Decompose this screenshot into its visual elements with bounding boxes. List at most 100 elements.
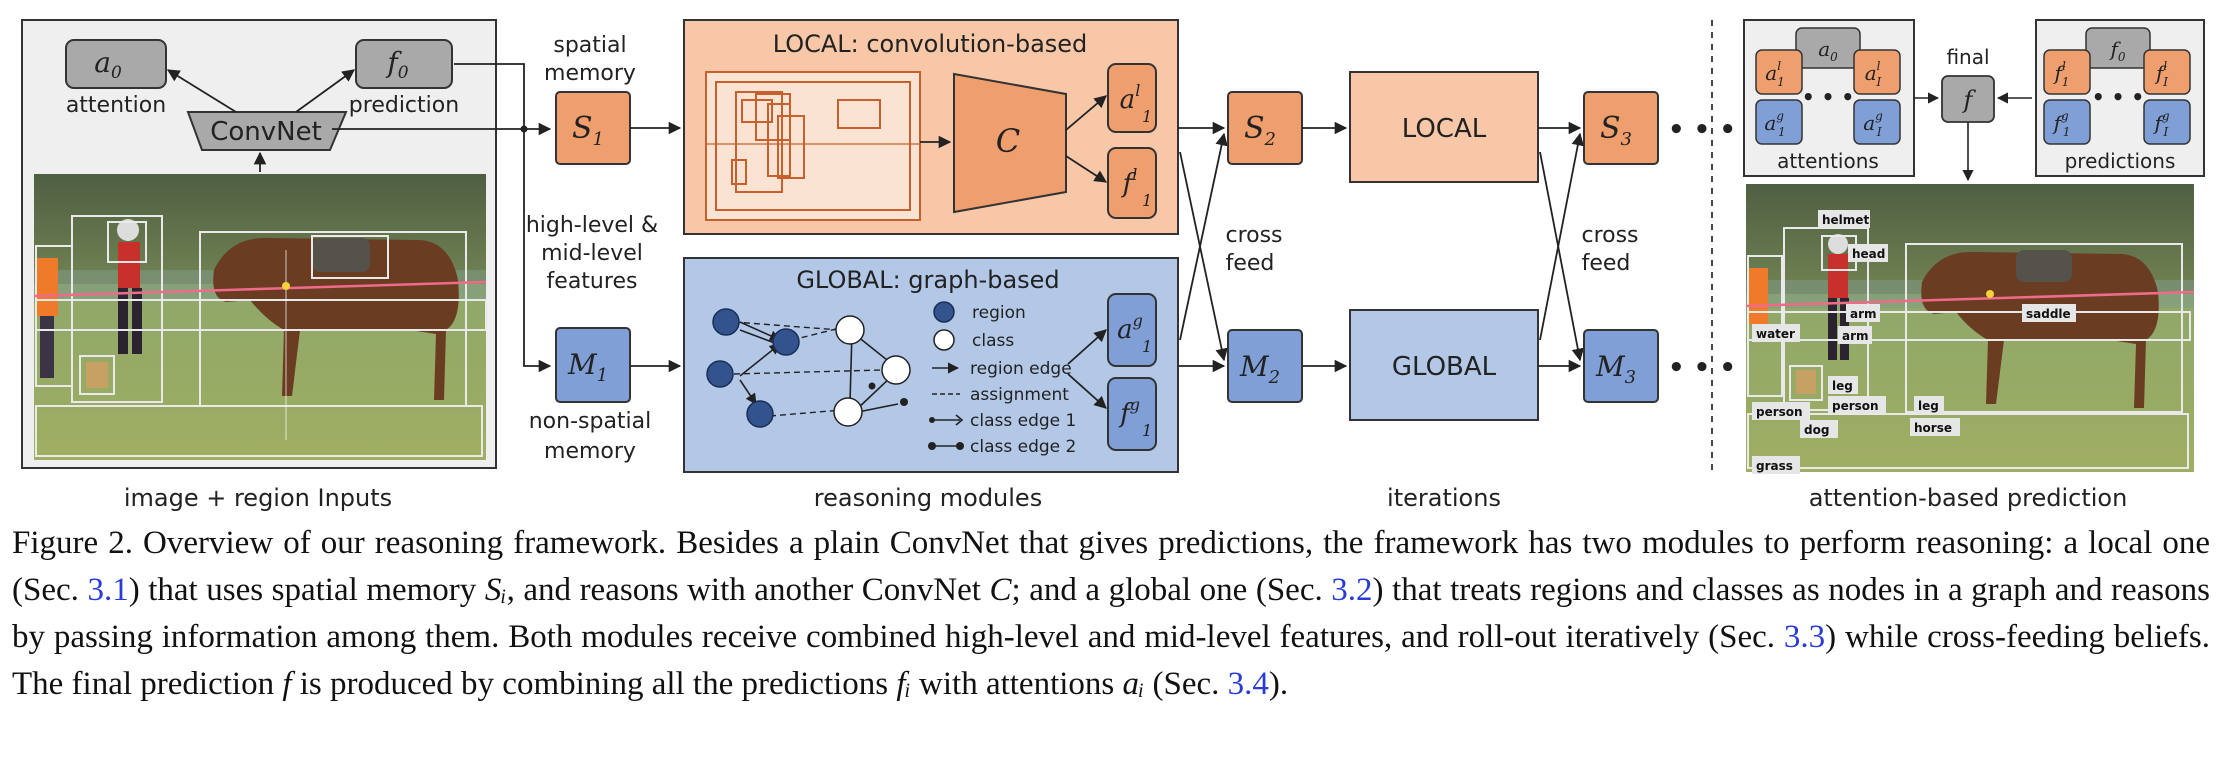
svg-text:agI: agI [1863, 109, 1883, 139]
m1-subscript: 1 [597, 365, 608, 386]
global-module: GLOBAL: graph-based regio [683, 257, 1179, 473]
caption-text: ; and a global one (Sec. [1011, 572, 1332, 608]
svg-text:ag: ag [1117, 311, 1143, 345]
graph-legend: region class region edge assignment clas… [928, 301, 1076, 457]
section-ref-3-2[interactable]: 3.2 [1331, 572, 1373, 608]
svg-text:S3: S3 [1600, 111, 1632, 150]
cross-feed-1-line1: cross [1225, 223, 1282, 248]
section-ref-3-4[interactable]: 3.4 [1227, 666, 1269, 702]
caption-text: Figure 2. Overview of our reasoning fram… [12, 525, 2210, 608]
a1g-box: ag 1 [1107, 293, 1157, 367]
cross-feed-1-line2: feed [1226, 251, 1275, 276]
caption-text: (Sec. [1144, 666, 1228, 702]
region-labels: helmet head arm arm saddle water leg per… [1752, 210, 2076, 474]
svg-text:fg1: fg1 [2052, 109, 2071, 139]
legend-class-edge-2: class edge 2 [970, 437, 1076, 457]
svg-text:fl1: fl1 [2053, 59, 2070, 89]
svg-text:• • •: • • • [2092, 85, 2144, 109]
a1g-symbol: a [1117, 315, 1133, 345]
m1-symbol: M [567, 348, 598, 381]
local-c-symbol: C [996, 122, 1020, 160]
legend-region-edge: region edge [970, 359, 1072, 379]
m3-subscript: 3 [1625, 367, 1636, 388]
iterations-label: iterations [1387, 484, 1501, 512]
svg-text:al1: al1 [1765, 59, 1784, 89]
section-ref-3-1[interactable]: 3.1 [87, 572, 129, 608]
a1g-superscript: g [1133, 311, 1143, 330]
features-label-line1: high-level & [526, 213, 658, 238]
s1-box: S1 [555, 91, 631, 165]
svg-text:M2: M2 [1239, 350, 1280, 388]
svg-text:S1: S1 [572, 111, 604, 150]
section-ref-3-3[interactable]: 3.3 [1783, 619, 1826, 655]
legend-class-edge-1: class edge 1 [970, 411, 1076, 431]
region-label-leg-2: leg [1918, 399, 1939, 413]
graph-drawing [706, 308, 911, 428]
spatial-memory-label-line1: spatial [553, 33, 626, 58]
global-module-title: GLOBAL: graph-based [796, 266, 1059, 294]
svg-text:M1: M1 [567, 348, 608, 386]
figure-caption: Figure 2. Overview of our reasoning fram… [12, 520, 2210, 708]
prediction-panel-label: attention-based prediction [1809, 484, 2128, 512]
svg-text:fgI: fgI [2152, 109, 2169, 139]
attention-label: attention [66, 93, 166, 118]
s2-symbol: S [1244, 111, 1265, 146]
features-label-line3: features [547, 269, 638, 294]
svg-text:flI: flI [2154, 59, 2168, 89]
region-label-dog: dog [1804, 423, 1829, 437]
global-iteration-box: GLOBAL [1349, 309, 1539, 421]
svg-text:alI: alI [1865, 59, 1882, 89]
local-iteration-box: LOCAL [1349, 71, 1539, 183]
cross-feed-2-line1: cross [1581, 223, 1638, 248]
caption-text: ) that treats regions and classes as nod… [12, 572, 2210, 655]
global-iteration-label: GLOBAL [1392, 352, 1497, 382]
caption-text: ). [1268, 666, 1289, 702]
m2-subscript: 2 [1268, 367, 1280, 388]
f1l-box: fl 1 [1107, 147, 1157, 219]
m3-symbol: M [1595, 350, 1626, 383]
output-image [1745, 184, 2195, 472]
spatial-memory-map [705, 71, 921, 221]
svg-text:M3: M3 [1595, 350, 1636, 388]
svg-text:al: al [1120, 81, 1141, 115]
s1-symbol: S [572, 111, 593, 146]
region-label-grass: grass [1756, 459, 1793, 473]
m2-box: M2 [1227, 329, 1303, 403]
region-label-saddle: saddle [2026, 307, 2071, 321]
region-label-helmet: helmet [1822, 213, 1869, 227]
svg-text:S2: S2 [1244, 111, 1276, 150]
caption-math-f: f [282, 666, 292, 702]
local-module-title: LOCAL: convolution-based [773, 30, 1088, 58]
a0-symbol: a [94, 46, 111, 79]
caption-math-f-i: fᵢ [896, 666, 911, 702]
legend-class: class [972, 331, 1014, 351]
f0-subscript: 0 [398, 63, 409, 83]
caption-text: with attentions [910, 666, 1123, 702]
svg-text:a0: a0 [94, 46, 122, 83]
memory-column: spatial memory S1 high-level & mid-level… [526, 33, 682, 464]
convnet-label: ConvNet [210, 117, 322, 147]
local-convnet-c: C [953, 72, 1067, 214]
caption-math-c: C [989, 572, 1012, 608]
caption-text: is produced by combining all the predict… [291, 666, 897, 702]
attentions-label: attentions [1777, 149, 1879, 173]
overview-figure: a0 attention f0 prediction ConvNet [21, 19, 2205, 512]
region-label-arm-2: arm [1842, 329, 1869, 343]
predictions-label: predictions [2065, 149, 2176, 173]
region-label-horse: horse [1914, 421, 1952, 435]
region-label-leg-1: leg [1832, 379, 1853, 393]
a1g-subscript: 1 [1142, 337, 1152, 356]
ellipsis-bottom: • • • [1668, 353, 1736, 383]
a1l-symbol: a [1120, 85, 1136, 115]
f1g-superscript: g [1130, 395, 1140, 414]
local-module: LOCAL: convolution-based C al 1 fl [683, 19, 1179, 235]
legend-region: region [972, 303, 1026, 323]
svg-text:• • •: • • • [1802, 85, 1854, 109]
region-label-water: water [1756, 327, 1795, 341]
caption-text: ) while cross-feeding beliefs. The final… [12, 619, 2211, 702]
ellipsis-top: • • • [1668, 115, 1736, 145]
final-label: final [1946, 45, 1989, 69]
m2-symbol: M [1239, 350, 1270, 383]
